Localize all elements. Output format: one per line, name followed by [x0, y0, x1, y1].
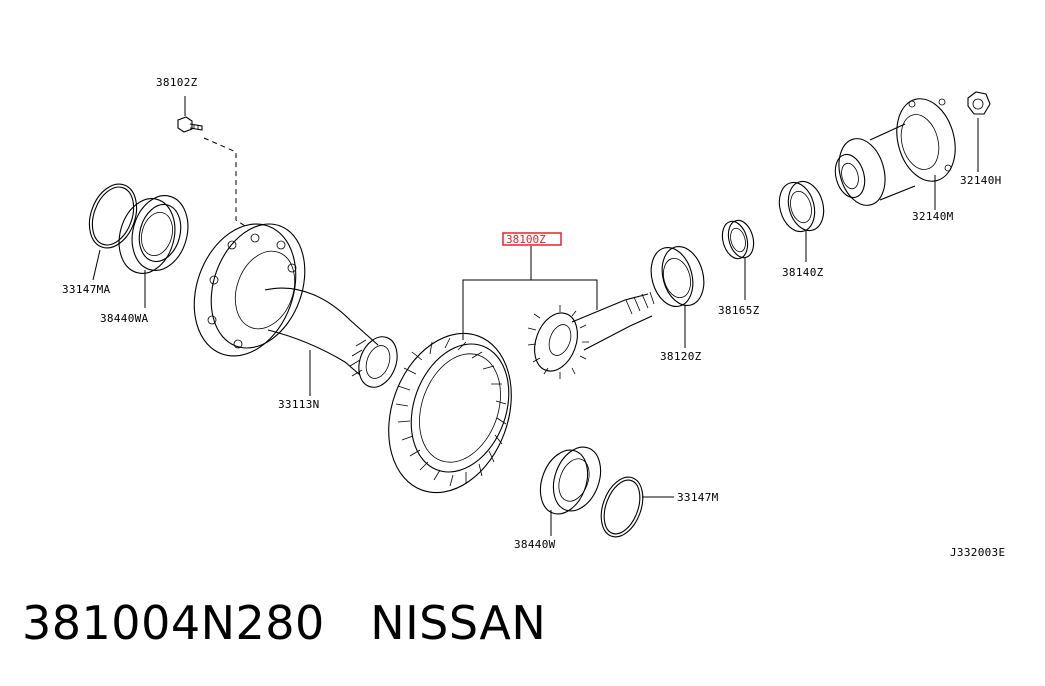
drive-pinion[interactable]	[527, 291, 655, 379]
label-38440wa: 38440WA	[100, 312, 149, 325]
label-38100z-highlight[interactable]: 38100Z	[462, 232, 598, 340]
label-38100z: 38100Z	[506, 233, 546, 246]
part-number: 381004N280	[22, 596, 325, 650]
label-33113n: 33113N	[278, 398, 320, 411]
bearing-38440wa[interactable]	[111, 189, 196, 308]
bolt-38102z[interactable]	[177, 96, 249, 229]
label-38102z: 38102Z	[156, 76, 198, 89]
diagram-reference: J332003E	[950, 546, 1005, 559]
label-38165z: 38165Z	[718, 304, 760, 317]
label-33147m: 33147M	[677, 491, 719, 504]
label-32140h: 32140H	[960, 174, 1002, 187]
bearing-38140z[interactable]	[774, 177, 829, 262]
label-32140m: 32140M	[912, 210, 954, 223]
caption-gap	[325, 596, 370, 650]
snap-ring-33147ma[interactable]	[81, 177, 145, 281]
part-caption: 381004N280 NISSAN	[22, 596, 546, 650]
label-38140z: 38140Z	[782, 266, 824, 279]
ring-gear[interactable]	[367, 316, 532, 510]
companion-flange-32140m[interactable]	[831, 92, 964, 210]
label-38440w: 38440W	[514, 538, 556, 551]
bearing-38440w[interactable]	[532, 440, 609, 536]
bearing-38120z[interactable]	[645, 242, 710, 348]
brand-name: NISSAN	[370, 596, 547, 650]
label-38120z: 38120Z	[660, 350, 702, 363]
snap-ring-33147m[interactable]	[594, 471, 674, 542]
nut-32140h[interactable]	[967, 91, 991, 172]
differential-case-33113n[interactable]	[177, 210, 404, 396]
label-33147ma: 33147MA	[62, 283, 111, 296]
spacer-38165z[interactable]	[718, 218, 757, 300]
